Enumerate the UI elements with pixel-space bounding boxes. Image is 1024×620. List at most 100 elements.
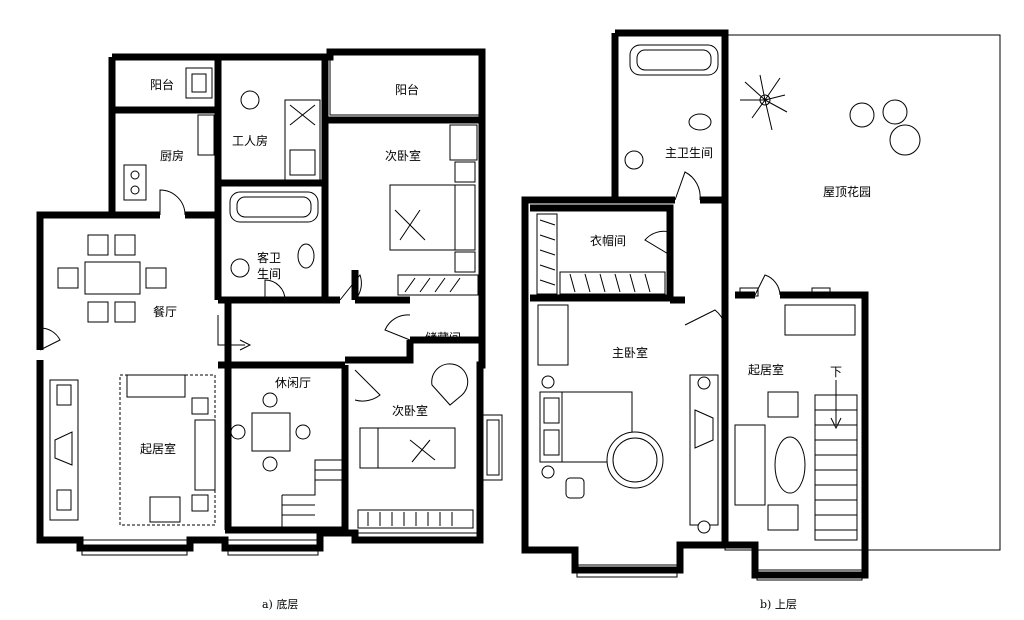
roof-garden-door bbox=[754, 274, 781, 296]
living-sofa-top bbox=[126, 374, 186, 398]
side-table bbox=[191, 397, 209, 415]
stove-burner-icon bbox=[130, 185, 140, 195]
window-leisure-south bbox=[227, 539, 319, 556]
master-round-rug-inner bbox=[612, 437, 658, 483]
guest-toilet bbox=[297, 243, 315, 269]
master-stool bbox=[565, 477, 585, 499]
room-label-kitchen: 厨房 bbox=[160, 148, 184, 163]
room-label-dining: 餐厅 bbox=[153, 304, 177, 319]
living-sofa-right bbox=[194, 419, 216, 491]
cloakroom-hangers bbox=[539, 219, 556, 286]
stair-arrow-line bbox=[217, 315, 245, 346]
kitchen-stove bbox=[123, 164, 147, 201]
tv-icon bbox=[54, 431, 73, 466]
stair-down-arrow bbox=[830, 380, 842, 430]
master-tv-cabinet bbox=[689, 374, 719, 526]
bedroom-s-armchair bbox=[431, 363, 469, 406]
stove-burner-icon bbox=[130, 170, 140, 180]
master-bathtub-inner bbox=[636, 49, 712, 71]
leisure-table bbox=[251, 412, 291, 452]
bedroom-s-door bbox=[354, 369, 381, 402]
master-toilet bbox=[688, 113, 712, 131]
wardrobe-hangers bbox=[404, 277, 461, 293]
bedroom-s-quilt bbox=[409, 439, 436, 463]
garden-chair bbox=[882, 99, 908, 125]
dining-chair bbox=[87, 301, 109, 323]
leisure-stool bbox=[262, 392, 278, 408]
wardrobe-hangers bbox=[367, 512, 453, 526]
cloakroom-rack-left bbox=[536, 213, 558, 295]
room-label-living: 起居室 bbox=[140, 441, 176, 456]
ground-floor-plan bbox=[36, 48, 503, 556]
room-label-guest-bath-1: 客卫 bbox=[257, 250, 281, 265]
caption-ground-floor: a) 底层 bbox=[262, 597, 298, 611]
window-living-south bbox=[81, 539, 188, 556]
garden-table bbox=[889, 124, 921, 156]
master-bath-door bbox=[674, 171, 701, 201]
upper-floor-outer-wall bbox=[521, 29, 869, 579]
room-label-master-bedroom: 主卧室 bbox=[612, 345, 648, 360]
bedroom-s-bed-head bbox=[359, 427, 379, 469]
upper-living-cabinet bbox=[784, 304, 856, 336]
bay-window-right bbox=[481, 414, 503, 481]
room-label-worker-room: 工人房 bbox=[232, 133, 268, 148]
caption-upper-floor: b) 上层 bbox=[760, 598, 797, 611]
upper-living-chair bbox=[767, 504, 799, 531]
upper-floor-plan bbox=[521, 29, 1001, 581]
room-label-upper-living: 起居室 bbox=[748, 362, 784, 377]
bedroom-n-door bbox=[339, 273, 362, 301]
worker-room-stool bbox=[240, 90, 260, 110]
room-label-second-bedroom-n: 次卧室 bbox=[385, 148, 421, 163]
master-bedroom-door bbox=[684, 309, 726, 326]
room-label-roof-garden: 屋顶花园 bbox=[823, 184, 871, 199]
upper-vent bbox=[811, 287, 831, 297]
guest-bathtub-inner bbox=[236, 196, 312, 218]
leisure-stool bbox=[295, 424, 311, 440]
ground-floor-inner-walls bbox=[112, 57, 482, 534]
leisure-stool bbox=[230, 424, 246, 440]
leisure-stool bbox=[262, 456, 278, 472]
dining-table bbox=[84, 261, 141, 295]
dining-chair bbox=[114, 234, 136, 256]
room-label-guest-bath-2: 生间 bbox=[257, 267, 281, 281]
window-bedroom-south bbox=[356, 532, 478, 544]
bedroom-n-bed-quilt bbox=[394, 209, 426, 241]
bed-quilt bbox=[289, 149, 316, 176]
dining-chair bbox=[114, 301, 136, 323]
ground-staircase bbox=[281, 459, 345, 530]
bedside-table-n1 bbox=[454, 161, 476, 183]
speaker-icon bbox=[56, 384, 72, 406]
stair-arrow-head bbox=[239, 339, 252, 351]
window-upper-living-south bbox=[756, 569, 863, 581]
room-label-master-bath: 主卫生间 bbox=[665, 146, 713, 160]
bedside-lamp-icon bbox=[541, 375, 555, 389]
upper-living-chair bbox=[767, 391, 799, 418]
wardrobe-door bbox=[644, 230, 671, 256]
bedroom-n-bed-head bbox=[454, 184, 476, 251]
kitchen-door bbox=[159, 189, 186, 216]
bed-pillow bbox=[289, 104, 316, 126]
room-label-balcony-n: 阳台 bbox=[395, 82, 419, 97]
dining-chair bbox=[57, 267, 79, 289]
balcony-north-rail bbox=[329, 57, 482, 116]
living-armchair bbox=[149, 496, 181, 523]
bedside-table-n2 bbox=[454, 251, 476, 273]
bedside-lamp-icon bbox=[541, 465, 555, 479]
room-label-leisure-hall: 休闲厅 bbox=[275, 376, 311, 390]
roof-garden-plant-icon bbox=[740, 74, 788, 131]
dining-chair bbox=[87, 234, 109, 256]
room-label-wardrobe: 衣帽间 bbox=[590, 233, 626, 248]
master-wash-basin bbox=[624, 150, 644, 170]
ground-floor-outer-wall bbox=[36, 48, 486, 552]
room-label-storage: 储藏间 bbox=[425, 330, 461, 345]
bedroom-n-desk bbox=[449, 124, 478, 161]
cloakroom-hangers bbox=[569, 273, 651, 293]
upper-vent bbox=[739, 287, 759, 297]
master-closet bbox=[537, 304, 569, 366]
room-label-balcony-nw: 阳台 bbox=[150, 77, 174, 92]
kitchen-sink bbox=[197, 114, 215, 156]
guest-bath-door bbox=[264, 279, 286, 301]
speaker-icon bbox=[697, 376, 711, 390]
stair-down-label: 下 bbox=[830, 365, 842, 379]
